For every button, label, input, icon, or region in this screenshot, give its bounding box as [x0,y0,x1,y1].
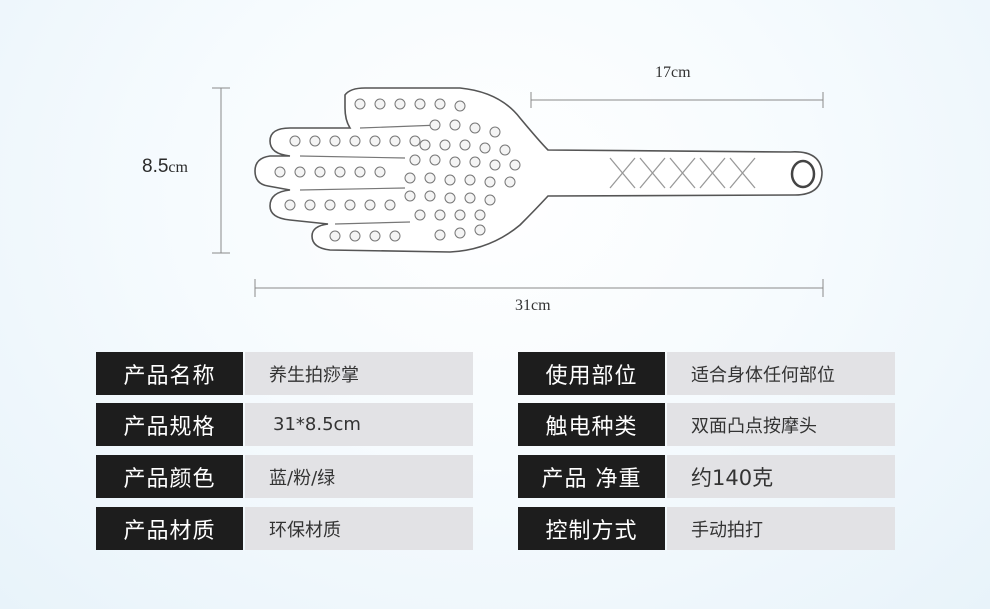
massage-dots [274,98,521,242]
spec-label-size: 产品规格 [96,403,243,446]
spec-label-name: 产品名称 [96,352,243,395]
top-width-label: 17cm [655,64,691,81]
height-unit: cm [168,159,188,176]
spec-value-control: 手动拍打 [667,507,895,550]
hand-paddle-icon [254,87,823,253]
paddle-illustration [212,87,824,297]
total-length-label: 31cm [515,297,551,314]
spec-value-name: 养生拍痧掌 [245,352,473,395]
spec-label-usage: 使用部位 [518,352,665,395]
spec-value-contact: 双面凸点按摩头 [667,403,895,446]
spec-label-control: 控制方式 [518,507,665,550]
spec-label-weight: 产品 净重 [518,455,665,498]
spec-label-material: 产品材质 [96,507,243,550]
dimension-lines [212,87,824,297]
spec-value-material: 环保材质 [245,507,473,550]
spec-label-contact: 触电种类 [518,403,665,446]
height-value: 8.5 [142,156,169,177]
spec-value-size: 31*8.5cm [245,403,473,446]
product-figure: 8.5cm 17cm 31cm [142,64,824,314]
handle-texture [609,157,756,189]
spec-label-color: 产品颜色 [96,455,243,498]
height-dimension: 8.5cm [142,156,188,178]
spec-value-usage: 适合身体任何部位 [667,352,895,395]
spec-value-weight: 约140克 [667,455,895,498]
finger-lines [299,124,441,225]
spec-value-color: 蓝/粉/绿 [245,455,473,498]
